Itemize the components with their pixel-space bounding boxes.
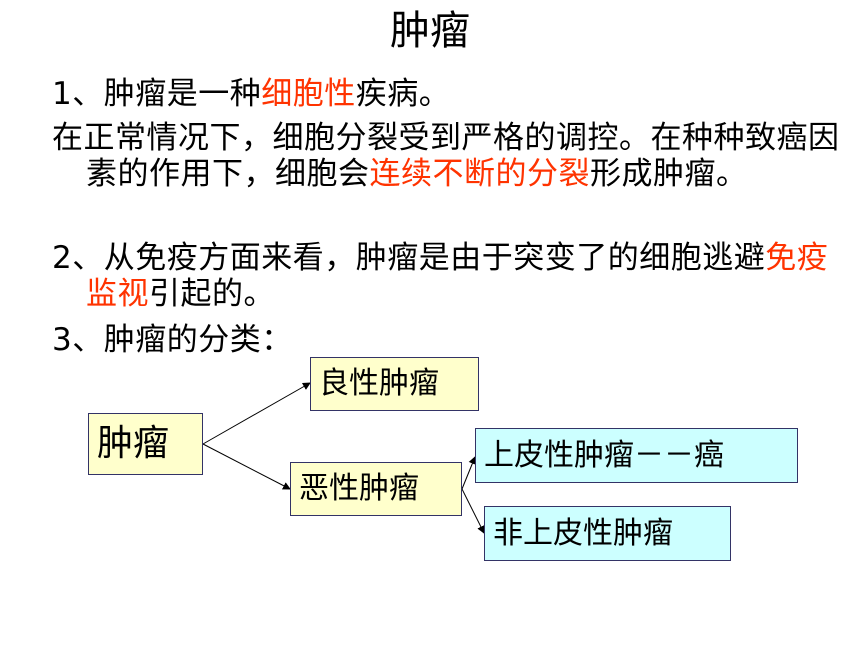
p3-text-c: 引起的。 [149,276,275,312]
node-benign-tumor: 良性肿瘤 [310,357,479,411]
p3-highlight: 免疫监视 [86,240,829,312]
p2-text-a: 在正常情况下，细胞分裂受到严格的调控。在种种致癌因素的作用下，细胞会 [52,120,840,192]
node-epithelial-label: 上皮性肿瘤－－癌 [484,437,724,473]
node-non-epithelial-label: 非上皮性肿瘤 [493,515,673,551]
paragraph-4: 3、肿瘤的分类： [52,322,846,358]
p4-text: 3、肿瘤的分类： [52,322,293,358]
node-root-tumor: 肿瘤 [88,413,203,475]
node-epithelial-tumor: 上皮性肿瘤－－癌 [475,428,798,483]
arrow-to-epithelial [461,456,477,490]
node-benign-label: 良性肿瘤 [319,366,439,401]
p1-text-a: 1、肿瘤是一种 [52,76,262,112]
paragraph-3: 2、从免疫方面来看，肿瘤是由于突变了的细胞逃避免疫监视引起的。 [52,240,846,312]
node-root-label: 肿瘤 [97,423,170,464]
p1-highlight: 细胞性 [261,76,356,112]
paragraph-1: 1、肿瘤是一种细胞性疾病。 [52,76,846,112]
p2-highlight: 连续不断的分裂 [369,156,590,192]
node-malignant-tumor: 恶性肿瘤 [290,462,462,516]
p3-text-a: 2、从免疫方面来看，肿瘤是由于突变了的细胞逃避 [52,240,766,276]
arrow-to-benign [202,382,311,445]
slide-title: 肿瘤 [390,8,470,54]
paragraph-2: 在正常情况下，细胞分裂受到严格的调控。在种种致癌因素的作用下，细胞会连续不断的分… [52,120,846,192]
p2-text-c: 形成肿瘤。 [590,156,748,192]
p1-text-c: 疾病。 [355,76,451,112]
arrow-to-malignant [202,443,291,490]
node-malignant-label: 恶性肿瘤 [299,471,419,506]
arrow-to-non-epithelial [461,488,485,534]
node-non-epithelial-tumor: 非上皮性肿瘤 [484,506,731,561]
